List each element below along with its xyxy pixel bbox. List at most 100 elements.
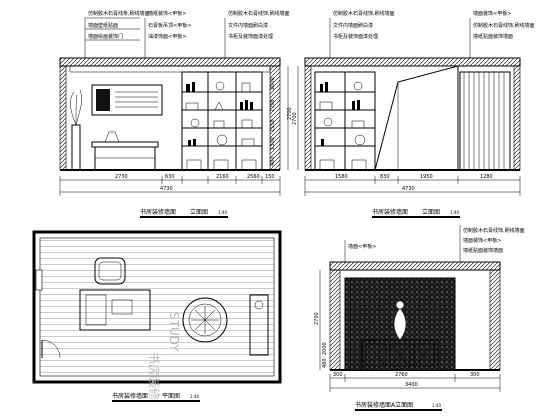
calligraphy-mark <box>96 89 110 111</box>
dim-c-seg-c: 300 <box>470 372 480 378</box>
svg-text:立面图: 立面图 <box>190 208 208 216</box>
bookcase-left <box>181 71 263 171</box>
watermark-cn: 书房装修 <box>147 352 162 400</box>
dim-c-height-total: 2700 <box>314 312 320 325</box>
caption-right-scale: 1:40 <box>450 210 459 215</box>
height-dimensions-c: 2700 2000 480 <box>314 270 328 370</box>
dim-r-total: 4730 <box>402 186 415 192</box>
note-r-left-2: 文件内墙面刷白漆 <box>333 22 373 29</box>
dim-seg-e: 150 <box>265 174 275 180</box>
curtain <box>459 71 511 171</box>
height-dimensions: 2700 2000 1700 1550 1300 400 <box>270 66 293 170</box>
note-c-1: 墙面<甲板> <box>348 243 376 250</box>
dim-height-3: 1550 <box>270 119 276 132</box>
caption-left: 书房装修墙面 立面图 1:40 <box>140 208 228 218</box>
note-c-2: 仿制胶木石膏线饰,刷线墙面 <box>463 227 525 234</box>
note-r-right-1: 墙面装饰<甲板> <box>473 10 511 17</box>
note-right-1: 仿制胶木石膏线饰,刷线墙面 <box>228 10 290 17</box>
vase-icon <box>104 131 120 143</box>
dim-r-seg-a: 1580 <box>335 174 348 180</box>
dim-seg-d: 2560 <box>247 174 260 180</box>
ceiling-slab-right <box>304 57 521 67</box>
elevation-c-notes: 墙面<甲板> 仿制胶木石膏线饰,刷线墙面 墙面装饰<甲板> 墙纸贴面装饰墙面 <box>344 225 525 262</box>
caption-c-scale: 1:40 <box>432 403 441 408</box>
note-c-4: 墙纸贴面装饰墙面 <box>463 247 503 254</box>
wall-section-right <box>269 65 281 171</box>
note-r-right-3: 墙纸贴面装饰墙面 <box>473 33 513 40</box>
elevation-right: 仿制胶木石膏线饰,刷线墙面 文件内墙面刷白漆 书柜及装饰面漆处理 墙面装饰<甲板… <box>292 10 535 218</box>
note-left-3: 墙面绘画装饰门 <box>88 33 123 40</box>
dim-c-height-3: 480 <box>322 358 328 368</box>
dim-c-total: 3400 <box>405 382 418 388</box>
caption-right: 书房装修墙面 立面图 1:40 <box>372 208 460 218</box>
dim-r-seg-b: 830 <box>380 174 390 180</box>
plan-round-table <box>182 297 228 343</box>
caption-plan-title: 书房装修墙面 <box>112 392 148 400</box>
caption-c-title: 书房装修墙面A立面图 <box>355 401 413 409</box>
wall-section-left <box>59 65 67 171</box>
caption-left-scale: 1:40 <box>218 210 227 215</box>
caption-left-title: 书房装修墙面 <box>140 208 176 216</box>
width-dimensions-c: 300 2760 300 3400 <box>329 372 501 392</box>
caption-c: 书房装修墙面A立面图 1:40 <box>355 401 442 411</box>
cornice <box>69 65 271 73</box>
elevation-c: 墙面<甲板> 仿制胶木石膏线饰,刷线墙面 墙面装饰<甲板> 墙纸贴面装饰墙面 <box>314 225 525 411</box>
note-left-1: 仿制胶木石膏线条,刷线墙面 <box>88 10 150 17</box>
note-r-right-2: 仿制胶木石膏线饰,刷线墙面 <box>473 22 535 29</box>
dim-c-height-2: 2000 <box>322 342 328 355</box>
dim-r-seg-c: 1950 <box>420 174 433 180</box>
ceiling-slab <box>59 57 281 67</box>
note-c-3: 墙面装饰<甲板> <box>463 237 501 244</box>
dim-height-2: 1700 <box>270 99 276 112</box>
note-right-3: 书柜及装饰面漆处理 <box>228 33 273 40</box>
dim-total: 4730 <box>160 186 173 192</box>
plan-floor <box>39 237 275 377</box>
bookcase-right <box>314 71 376 171</box>
note-mid-3: 油漆饰面<甲板> <box>148 33 186 40</box>
plant-pedestal <box>71 124 81 171</box>
svg-text:立面图: 立面图 <box>422 208 440 216</box>
note-r-left-3: 书柜及装饰面漆处理 <box>333 33 378 40</box>
dim-seg-a: 2730 <box>115 174 128 180</box>
caption-plan: 书房装修墙面 平面图 1:40 <box>112 392 200 402</box>
plan-door-swing <box>41 339 61 359</box>
dim-c-seg-b: 2760 <box>395 372 408 378</box>
caption-plan-scale: 1:40 <box>190 394 199 399</box>
width-dimensions: 2730 630 2160 2560 150 4730 <box>59 174 281 196</box>
plan-desk <box>79 289 151 331</box>
plan-chair <box>94 257 126 285</box>
dim-seg-c: 2160 <box>216 174 229 180</box>
plan-window <box>35 269 43 291</box>
dim-r-height-total: 2700 <box>292 112 298 125</box>
width-dimensions-right: 1580 830 1950 1280 4730 <box>304 174 521 196</box>
angled-feature-wall <box>374 65 459 171</box>
dim-height-total: 2700 <box>287 107 293 120</box>
elevation-left: 仿制胶木石膏线条,刷线墙面 墙面壁纸贴面 墙面绘画装饰门 墙纸装饰<甲板> 石膏… <box>59 10 293 218</box>
calligraphy-panel <box>91 84 163 116</box>
height-dimensions-right: 2700 <box>292 66 299 170</box>
dim-seg-b: 630 <box>165 174 175 180</box>
console-table-top <box>91 141 159 148</box>
watermark-en: STUDY <box>167 312 181 352</box>
wall-section-right-a <box>304 65 312 171</box>
note-mid-1: 墙纸装饰<甲板> <box>148 10 186 17</box>
note-r-left-1: 仿制胶木石膏线饰,刷线墙面 <box>333 10 395 17</box>
elevation-right-notes: 仿制胶木石膏线饰,刷线墙面 文件内墙面刷白漆 书柜及装饰面漆处理 墙面装饰<甲板… <box>329 10 535 58</box>
calligraphy-lines <box>115 91 158 108</box>
plan-cabinet <box>249 294 269 356</box>
wall-section-right-b <box>513 65 521 171</box>
note-left-2: 墙面壁纸贴面 <box>88 22 118 29</box>
plant-icon <box>70 89 82 126</box>
floor-plan: 书房装修 STUDY 书房装修墙面 平面图 1:40 <box>32 230 282 402</box>
dim-r-seg-d: 1280 <box>480 174 493 180</box>
note-right-2: 文件内墙面刷白漆 <box>228 22 268 29</box>
note-mid-2: 石膏板吊顶<甲板> <box>148 22 191 29</box>
dim-height-1: 2000 <box>270 77 276 90</box>
dim-c-seg-a: 300 <box>333 372 343 378</box>
elevation-left-notes: 仿制胶木石膏线条,刷线墙面 墙面壁纸贴面 墙面绘画装饰门 墙纸装饰<甲板> 石膏… <box>84 10 290 58</box>
svg-text:平面图: 平面图 <box>162 393 180 400</box>
caption-right-title: 书房装修墙面 <box>372 208 408 216</box>
dim-height-5: 400 <box>270 156 276 166</box>
